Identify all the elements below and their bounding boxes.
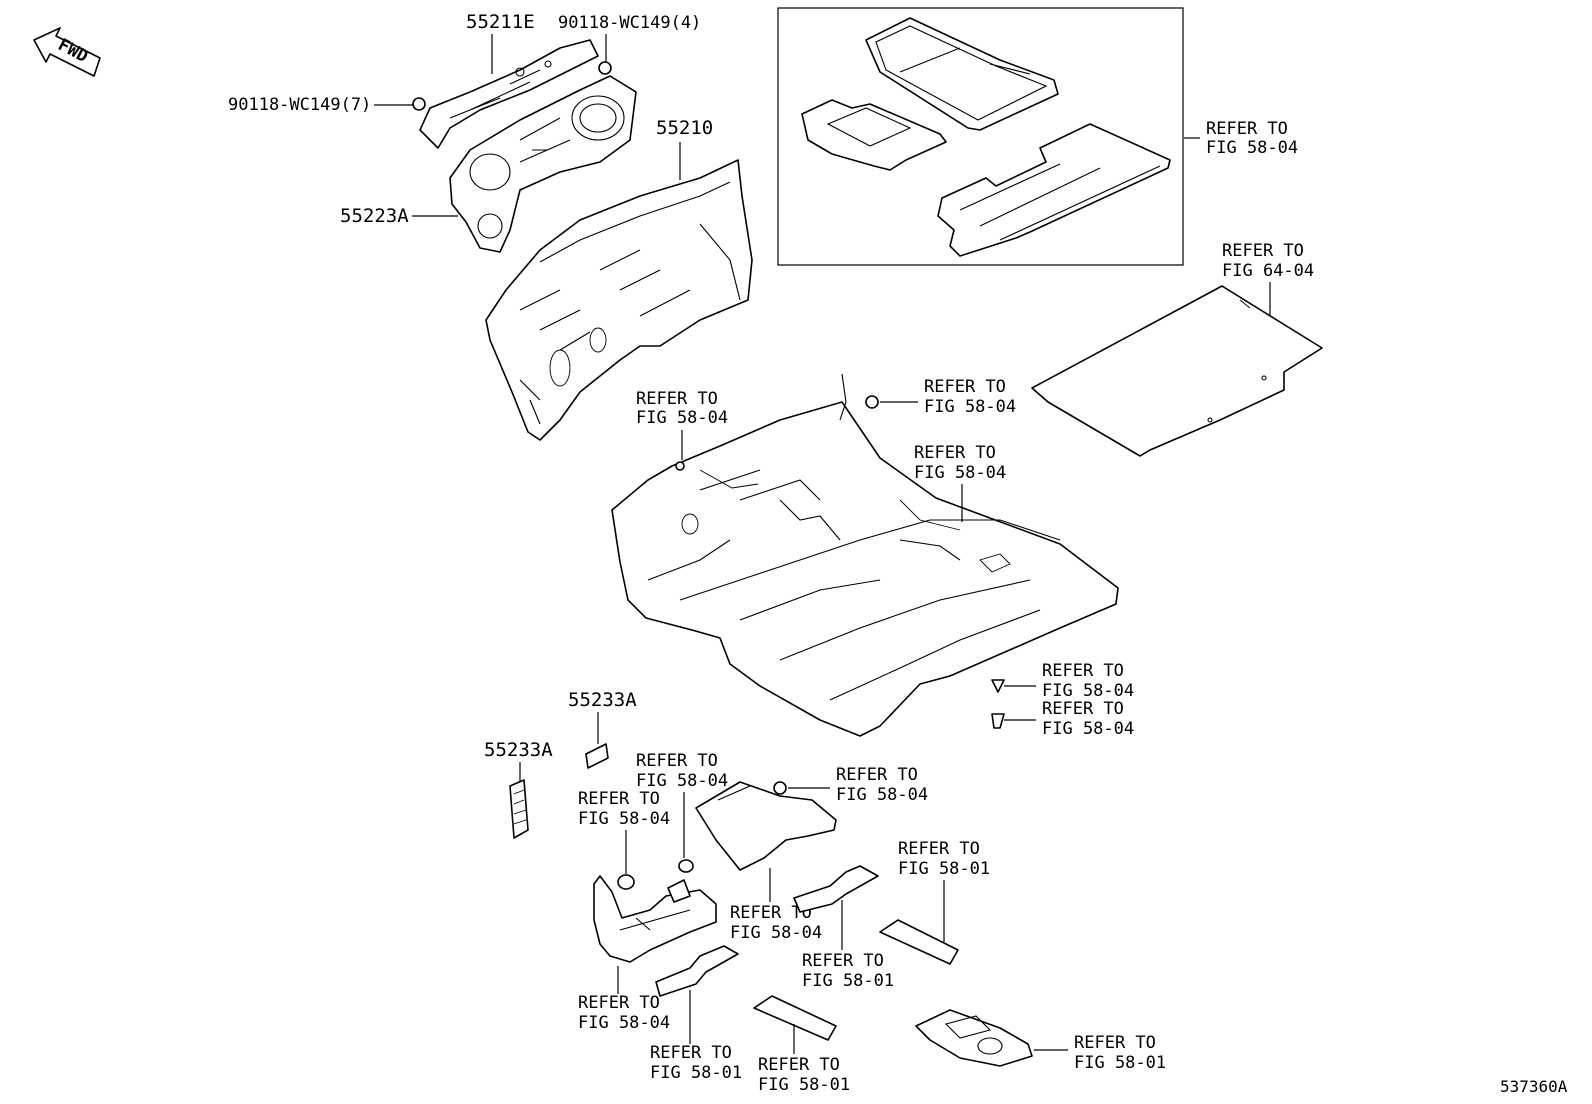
pad-5-part [915, 1009, 1033, 1067]
grommet-a-icon [991, 679, 1005, 693]
dash-insulator-outer-part [419, 39, 599, 149]
part-number-55233a-upper: 55233A [568, 689, 637, 711]
rear-insulator-part [695, 781, 837, 871]
fwd-arrow-icon: FWD [33, 27, 101, 77]
refer-pad-5-fig: FIG 58-01 [1074, 1053, 1166, 1073]
pad-2-part [793, 865, 879, 913]
refer-side-insulator-fig: FIG 58-04 [578, 1013, 670, 1033]
side-insulator-part [593, 875, 717, 963]
figure-id: 537360A [1500, 1077, 1568, 1096]
floor-mats-box [777, 7, 1184, 266]
refer-side-insulator-word: REFER TO [578, 993, 660, 1013]
refer-pad-4-fig: FIG 58-01 [758, 1075, 850, 1095]
pad-3-part [879, 919, 959, 965]
grommet-d-icon [617, 874, 635, 890]
refer-grommet-b-fig: FIG 58-04 [1042, 719, 1134, 739]
part-number-55223a: 55223A [340, 205, 409, 227]
refer-floor-mats-word: REFER TO [1206, 119, 1288, 139]
grommet-c-icon [773, 781, 787, 795]
dash-silencer-part [449, 75, 637, 253]
refer-grommet-b-word: REFER TO [1042, 699, 1124, 719]
grommet-b-icon [991, 713, 1005, 729]
refer-pad-3-word: REFER TO [898, 839, 980, 859]
part-number-clip-left: 90118-WC149(7) [228, 95, 371, 115]
refer-hole-plug-word: REFER TO [636, 389, 718, 409]
refer-grommet-a-word: REFER TO [1042, 661, 1124, 681]
refer-grommet-d-word: REFER TO [578, 789, 660, 809]
refer-pad-1-word: REFER TO [650, 1043, 732, 1063]
refer-clip-right-fig: FIG 58-04 [924, 397, 1016, 417]
part-number-55210: 55210 [656, 117, 713, 139]
refer-clip-right-word: REFER TO [924, 377, 1006, 397]
refer-grommet-c-fig: FIG 58-04 [836, 785, 928, 805]
refer-floor-carpet-fig: FIG 58-04 [914, 463, 1006, 483]
refer-pad-5-word: REFER TO [1074, 1033, 1156, 1053]
refer-pad-2-fig: FIG 58-01 [802, 971, 894, 991]
clip-left-icon [412, 97, 426, 111]
refer-rear-insulator-word: REFER TO [730, 903, 812, 923]
refer-grommet-a-fig: FIG 58-04 [1042, 681, 1134, 701]
refer-under-tray-fig: FIG 58-04 [636, 771, 728, 791]
clip-upper-icon [598, 61, 612, 75]
under-tray-clip-icon [667, 859, 694, 903]
hole-plug-icon [675, 461, 685, 471]
dash-panel-insulator-part [485, 159, 753, 441]
clip-right-icon [839, 373, 879, 421]
refer-grommet-d-fig: FIG 58-04 [578, 809, 670, 829]
silencer-pad-a-part [585, 743, 609, 769]
refer-luggage-mat-fig: FIG 64-04 [1222, 261, 1314, 281]
refer-pad-3-fig: FIG 58-01 [898, 859, 990, 879]
floor-carpet-part [611, 401, 1119, 737]
refer-pad-2-word: REFER TO [802, 951, 884, 971]
refer-pad-1-fig: FIG 58-01 [650, 1063, 742, 1083]
part-number-clip-upper: 90118-WC149(4) [558, 13, 701, 33]
part-number-55211e: 55211E [466, 11, 535, 33]
pad-1-part [655, 945, 739, 997]
pad-4-part [753, 995, 837, 1041]
silencer-pad-b-part [509, 779, 529, 839]
refer-under-tray-word: REFER TO [636, 751, 718, 771]
refer-grommet-c-word: REFER TO [836, 765, 918, 785]
refer-pad-4-word: REFER TO [758, 1055, 840, 1075]
luggage-mat-part [1031, 285, 1323, 457]
refer-floor-mats-fig: FIG 58-04 [1206, 138, 1298, 158]
refer-rear-insulator-fig: FIG 58-04 [730, 923, 822, 943]
part-number-55233a-lower: 55233A [484, 739, 553, 761]
refer-floor-carpet-word: REFER TO [914, 443, 996, 463]
refer-hole-plug-fig: FIG 58-04 [636, 408, 728, 428]
refer-luggage-mat-word: REFER TO [1222, 241, 1304, 261]
